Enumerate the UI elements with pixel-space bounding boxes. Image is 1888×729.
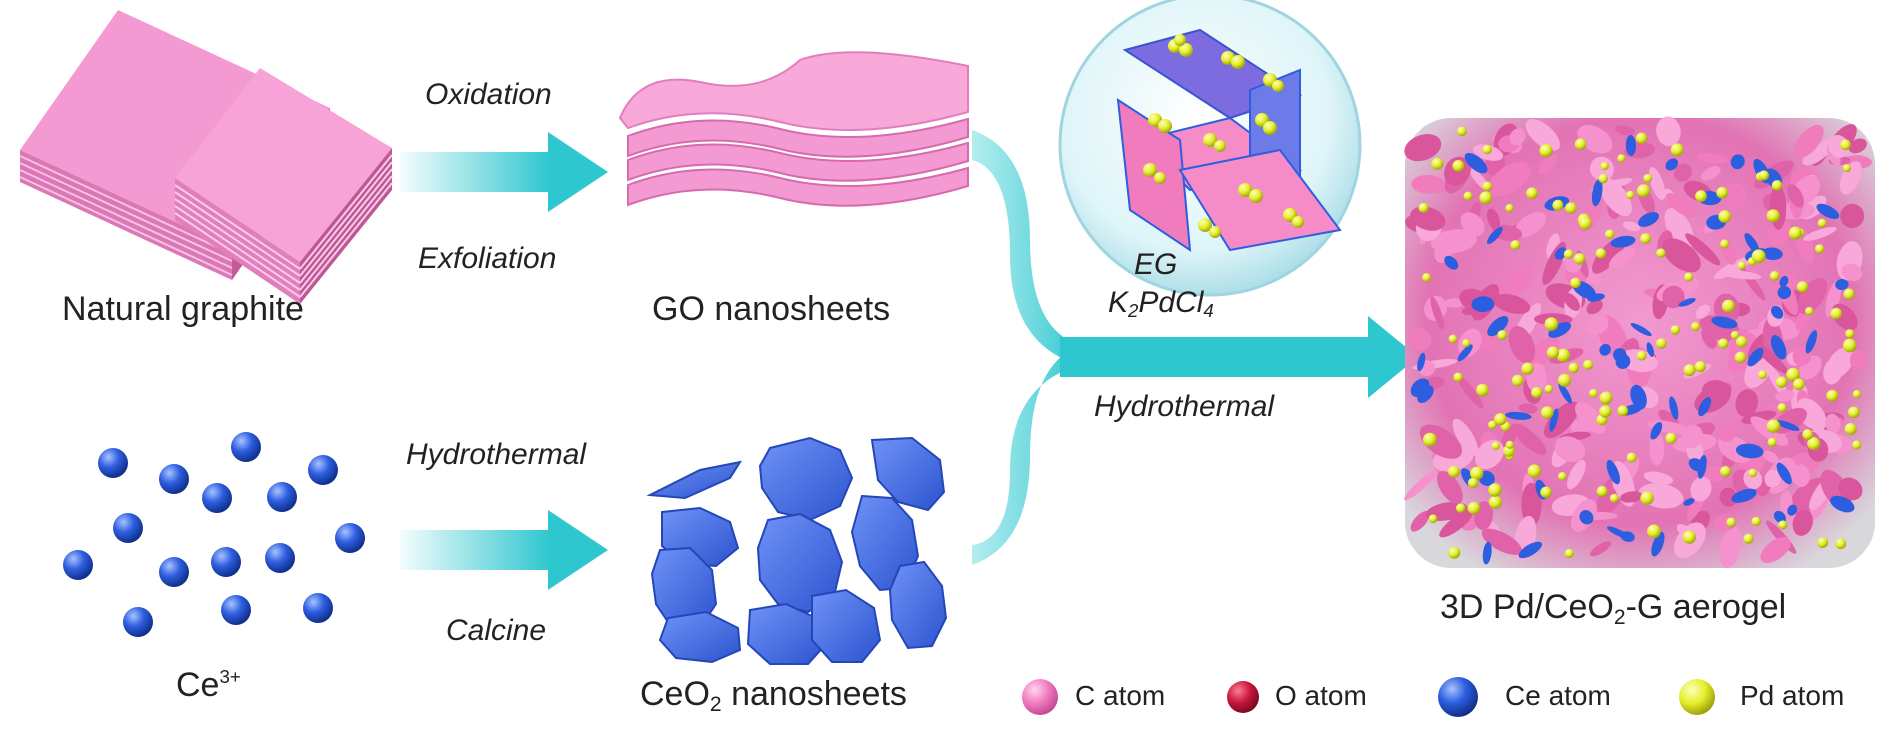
aerogel-cube-icon: [1404, 116, 1875, 569]
hydrothermal-label-merge: Hydrothermal: [1094, 390, 1275, 423]
legend-c-atom-label: C atom: [1075, 680, 1166, 711]
pink-sphere-icon: [1022, 679, 1058, 715]
eg-label: EG: [1134, 248, 1178, 281]
exfoliation-label: Exfoliation: [418, 242, 557, 275]
legend-ce-atom-label: Ce atom: [1505, 680, 1611, 711]
natural-graphite-label: Natural graphite: [62, 290, 304, 328]
calcine-label: Calcine: [446, 614, 547, 647]
aerogel-label: 3D Pd/CeO2-G aerogel: [1440, 588, 1787, 629]
oxidation-arrow-icon: [400, 132, 608, 212]
hydrothermal-label-left: Hydrothermal: [406, 438, 587, 471]
legend: [1022, 677, 1715, 717]
k2pdcl4-label: K2PdCl4: [1108, 286, 1214, 322]
oxidation-label: Oxidation: [425, 78, 552, 111]
graphite-stack-icon: [19, 10, 393, 304]
legend-o-atom-label: O atom: [1275, 680, 1367, 711]
ce-ions-icon: [63, 432, 365, 637]
go-nanosheets-icon: [618, 51, 969, 207]
yellow-sphere-icon: [1679, 679, 1715, 715]
pd-ceo2-structure-bubble-icon: [1058, 0, 1362, 297]
ceo2-nanosheets-label: CeO2 nanosheets: [640, 675, 907, 716]
merge-arrow-icon: [972, 130, 1418, 565]
legend-pd-atom-label: Pd atom: [1740, 680, 1845, 711]
ceo2-nanosheets-icon: [646, 436, 948, 665]
ce-ion-label: Ce3+: [176, 665, 241, 704]
hydrothermal-arrow-icon: [400, 510, 608, 590]
go-nanosheets-label: GO nanosheets: [652, 290, 891, 328]
blue-sphere-icon: [1438, 677, 1478, 717]
red-sphere-icon: [1227, 681, 1259, 713]
